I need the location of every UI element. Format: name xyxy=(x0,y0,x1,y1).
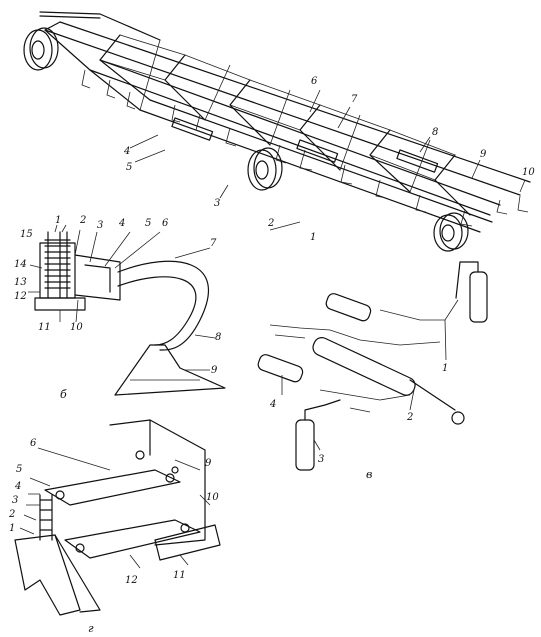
panel-letter-b: б xyxy=(60,388,67,401)
panel-letter-v: в xyxy=(366,468,372,481)
callout-g-6: 6 xyxy=(30,438,37,449)
callout-g-10: 10 xyxy=(206,492,219,503)
callout-b-10: 10 xyxy=(70,322,83,333)
callout-a-1: 1 xyxy=(310,232,316,243)
callout-v-1: 1 xyxy=(442,363,448,374)
callout-g-9: 9 xyxy=(205,458,212,469)
callout-b-14: 14 xyxy=(14,259,27,270)
callout-a-8: 8 xyxy=(432,127,438,138)
callout-b-3: 3 xyxy=(97,220,103,231)
front-wheel xyxy=(23,27,59,71)
callout-a-3: 3 xyxy=(214,198,220,209)
callout-a-2: 2 xyxy=(267,218,274,229)
callout-b-8: 8 xyxy=(215,332,221,343)
callout-a-7: 7 xyxy=(351,94,358,105)
callout-a-9: 9 xyxy=(480,149,487,160)
panel-a-cultivator-frame xyxy=(23,11,531,252)
callout-g-3: 3 xyxy=(12,495,18,506)
callout-b-12: 12 xyxy=(14,291,27,302)
callout-g-11: 11 xyxy=(173,570,186,581)
callout-a-6: 6 xyxy=(311,76,318,87)
callout-b-9: 9 xyxy=(211,365,218,376)
callout-a-4: 4 xyxy=(123,146,130,157)
callout-b-6: 6 xyxy=(162,218,169,229)
callout-b-2: 2 xyxy=(79,215,86,226)
middle-wheel xyxy=(247,147,283,191)
callout-g-5: 5 xyxy=(16,464,22,475)
callout-b-1: 1 xyxy=(55,215,61,226)
callout-v-2: 2 xyxy=(406,412,413,423)
callout-a-5: 5 xyxy=(126,162,132,173)
panel-v-hydraulics xyxy=(257,261,488,471)
panel-letter-g: г xyxy=(88,622,94,635)
callout-g-4: 4 xyxy=(14,481,21,492)
callout-b-7: 7 xyxy=(210,238,217,249)
callout-b-15: 15 xyxy=(20,229,33,240)
callout-v-3: 3 xyxy=(318,454,324,465)
callout-b-11: 11 xyxy=(38,322,51,333)
callout-b-4: 4 xyxy=(118,218,125,229)
callout-g-2: 2 xyxy=(8,509,15,520)
callout-b-5: 5 xyxy=(145,218,151,229)
callout-g-1: 1 xyxy=(9,523,15,534)
panel-g-linkage xyxy=(14,419,221,616)
callout-v-4: 4 xyxy=(269,399,276,410)
rear-wheel xyxy=(433,212,469,252)
panel-b-spring-tine xyxy=(28,224,226,396)
callout-b-13: 13 xyxy=(14,277,27,288)
callout-g-12: 12 xyxy=(125,575,138,586)
callout-a-10: 10 xyxy=(522,167,535,178)
